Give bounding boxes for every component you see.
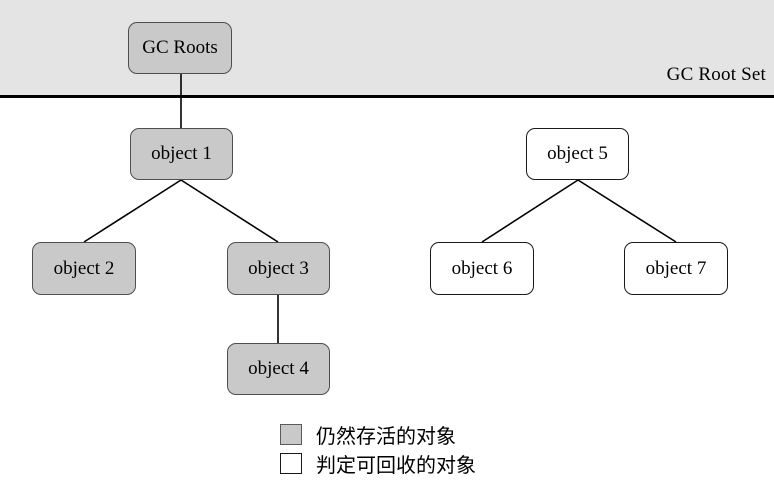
node-object-5[interactable]: object 5 [526, 128, 629, 180]
node-label: object 6 [451, 257, 513, 279]
node-object-4[interactable]: object 4 [227, 343, 330, 395]
edge-object-1-to-object-3 [180, 179, 279, 243]
node-object-1[interactable]: object 1 [130, 128, 233, 180]
node-label: object 7 [645, 257, 707, 279]
legend-label: 仍然存活的对象 [316, 424, 456, 448]
gc-root-set-divider [0, 95, 774, 98]
node-label: object 2 [53, 257, 115, 279]
node-label: object 4 [248, 358, 309, 379]
node-object-7[interactable]: object 7 [624, 242, 728, 295]
node-object-2[interactable]: object 2 [32, 242, 136, 295]
node-object-3[interactable]: object 3 [227, 242, 330, 295]
node-gc-roots[interactable]: GC Roots [128, 22, 232, 74]
legend-swatch-alive [280, 424, 302, 445]
legend-item-dead: 判定可回收的对象 [280, 449, 476, 478]
edge-object-1-to-object-2 [83, 179, 182, 243]
edge-object-5-to-object-7 [577, 179, 677, 243]
gc-root-set-band [0, 0, 774, 95]
node-label: object 1 [151, 143, 212, 164]
gc-root-set-label: GC Root Set [666, 64, 766, 85]
legend-item-alive: 仍然存活的对象 [280, 420, 476, 449]
legend: 仍然存活的对象判定可回收的对象 [280, 420, 476, 478]
node-object-6[interactable]: object 6 [430, 242, 534, 295]
node-label: object 5 [547, 143, 608, 164]
node-label: GC Roots [142, 37, 218, 58]
legend-label: 判定可回收的对象 [316, 453, 476, 477]
edge-object-5-to-object-6 [481, 179, 579, 243]
node-label: object 3 [248, 257, 309, 279]
legend-swatch-dead [280, 453, 302, 474]
